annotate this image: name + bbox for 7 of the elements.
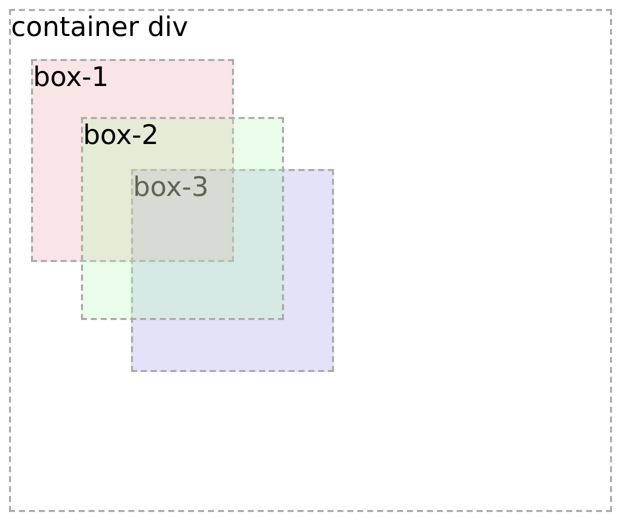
box-label: box-1 — [33, 61, 109, 95]
overlapping-box — [81, 117, 284, 320]
box-label: box-3 — [133, 171, 209, 205]
box-label: box-2 — [83, 119, 159, 153]
overlapping-box — [131, 169, 334, 372]
container-box — [9, 9, 612, 512]
container-label: container div — [11, 11, 188, 45]
